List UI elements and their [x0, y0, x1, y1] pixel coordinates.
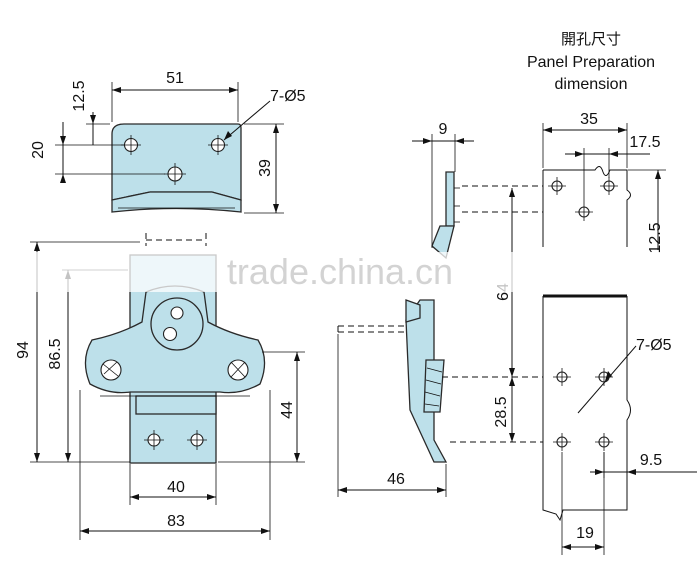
dim-side-thickness: 9 [439, 121, 448, 138]
panel-preparation-view: 開孔尺寸 Panel Preparation dimension [442, 30, 697, 555]
dim-top-width: 51 [166, 70, 184, 87]
keeper-plate-view: 51 12.5 20 39 7-Ø5 [30, 70, 306, 214]
latch-side-view: 9 46 [337, 121, 474, 497]
dim-top-hole-spacing: 20 [30, 141, 47, 159]
latch-disc [150, 297, 204, 351]
dim-top-offset: 12.5 [71, 80, 88, 111]
watermark: trade.china.cn [0, 251, 700, 292]
dim-inner-height: 86.5 [47, 338, 64, 369]
dim-panel-hole-vertical: 28.5 [493, 396, 510, 427]
side-keeper [445, 171, 455, 227]
panel-upper-outline [542, 166, 631, 247]
dim-panel-hole-horizontal: 19 [576, 525, 594, 542]
dim-top-holes: 7-Ø5 [270, 88, 306, 105]
dim-top-height: 39 [257, 159, 274, 177]
panel-title-line1: Panel Preparation [527, 54, 655, 71]
dim-total-height: 94 [15, 341, 32, 359]
keeper-plate-flange [111, 191, 242, 213]
dim-side-depth: 46 [387, 471, 405, 488]
dim-base-hole-spacing: 40 [167, 479, 185, 496]
panel-title-line2: dimension [555, 76, 628, 93]
dim-panel-width: 35 [580, 111, 598, 128]
dim-panel-holes: 7-Ø5 [636, 337, 672, 354]
dim-overall-width: 83 [167, 513, 185, 530]
watermark-text: trade.china.cn [227, 251, 453, 292]
dim-base-height: 44 [279, 401, 296, 419]
panel-title-chinese: 開孔尺寸 [561, 30, 621, 48]
panel-lower-outline [542, 296, 631, 522]
dim-panel-half-width: 17.5 [629, 134, 660, 151]
dim-panel-top-offset: 12.5 [647, 222, 664, 253]
dim-panel-edge-offset: 9.5 [640, 452, 662, 469]
